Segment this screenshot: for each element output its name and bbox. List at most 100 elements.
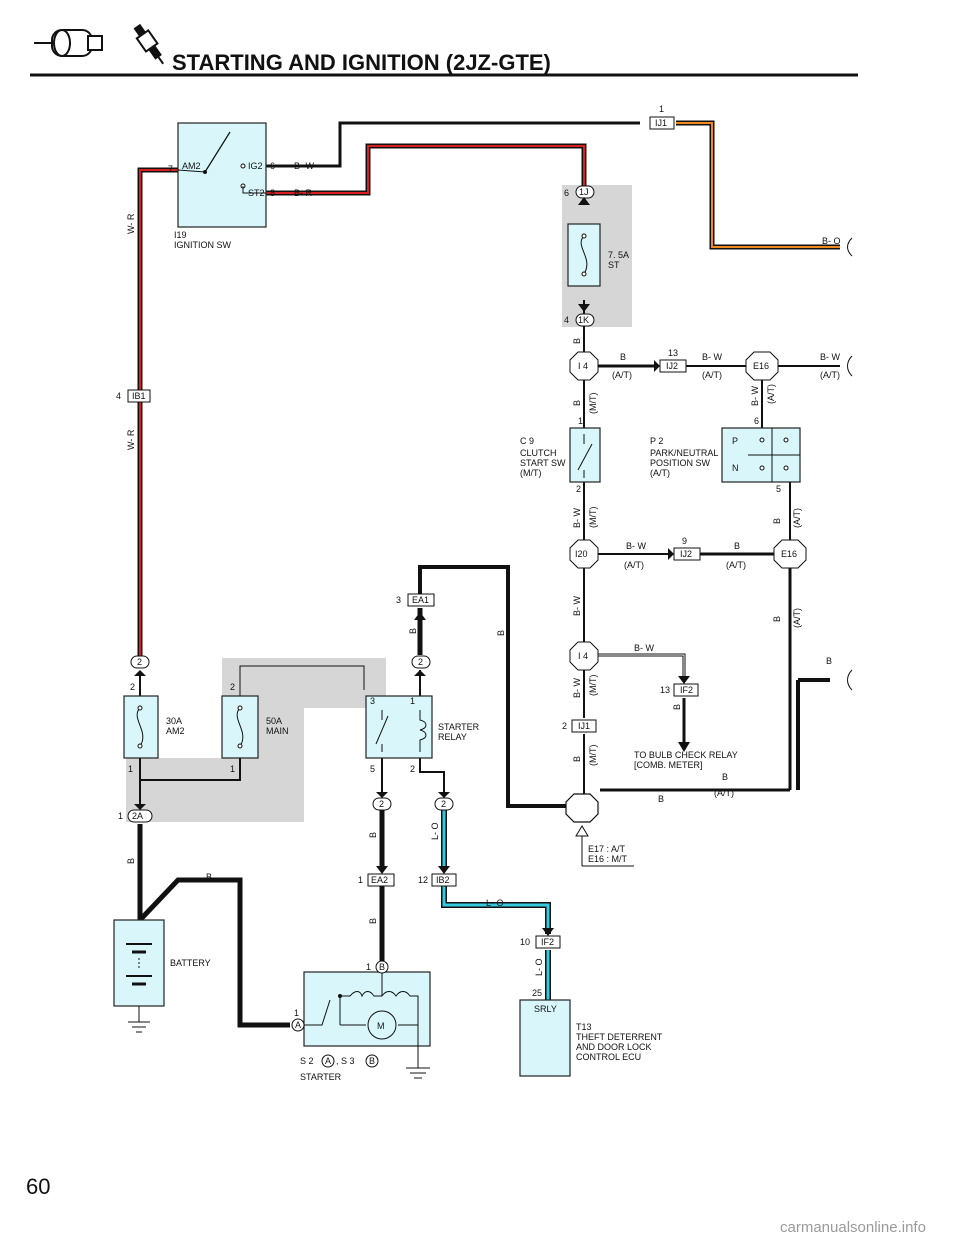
svg-text:I19: I19 (174, 230, 187, 240)
svg-text:M: M (377, 1021, 385, 1031)
wire-main-out (140, 758, 241, 781)
wire-lo-ib2-if2 (441, 886, 551, 934)
svg-text:IJ1: IJ1 (578, 721, 590, 731)
svg-text:THEFT DETERRENT: THEFT DETERRENT (576, 1032, 663, 1042)
svg-text:4: 4 (116, 391, 121, 401)
continuation-mark (847, 669, 853, 691)
svg-text:PARK/NEUTRAL: PARK/NEUTRAL (650, 448, 718, 458)
connector-1k: 1K 4 (564, 304, 595, 327)
connector-2-relay-2: 2 (434, 792, 454, 811)
svg-text:5: 5 (370, 764, 375, 774)
svg-text:2: 2 (441, 799, 446, 809)
wire-b-main (418, 565, 568, 808)
connector-e16-mid: E16 (773, 539, 807, 569)
svg-text:(M/T): (M/T) (588, 507, 598, 529)
svg-text:E17 : A/T: E17 : A/T (588, 844, 626, 854)
svg-text:IJ1: IJ1 (655, 118, 667, 128)
svg-text:I20: I20 (575, 549, 588, 559)
connector-1j: 1J 6 (564, 185, 595, 205)
svg-text:SRLY: SRLY (534, 1004, 557, 1014)
svg-text:B: B (408, 628, 418, 634)
svg-text:ST2: ST2 (248, 188, 265, 198)
clutch-start-switch (569, 427, 601, 483)
svg-text:A: A (295, 1020, 301, 1030)
svg-text:2: 2 (230, 682, 235, 692)
svg-text:AM2: AM2 (166, 726, 185, 736)
svg-text:E16: E16 (781, 549, 797, 559)
svg-text:B- W: B- W (634, 643, 655, 653)
ground-point (565, 793, 634, 867)
svg-text:(A/T): (A/T) (766, 384, 776, 404)
svg-text:IB1: IB1 (132, 391, 146, 401)
svg-text:7. 5A: 7. 5A (608, 250, 629, 260)
wire-bw-if2 (598, 653, 686, 682)
svg-text:12: 12 (418, 875, 428, 885)
battery (113, 919, 165, 1033)
svg-text:B- W: B- W (626, 541, 647, 551)
connector-2-am2-top: 2 (130, 655, 150, 676)
svg-text:T13: T13 (576, 1022, 592, 1032)
svg-text:(M/T): (M/T) (588, 393, 598, 415)
wire-bw-ig2 (266, 121, 640, 168)
header-starter-icon (34, 29, 103, 57)
svg-text:B: B (572, 756, 582, 762)
svg-text:2: 2 (562, 721, 567, 731)
wire-relay-2 (419, 758, 445, 796)
svg-text:25: 25 (532, 988, 542, 998)
connector-ij1-mid: IJ1 2 (562, 719, 597, 733)
svg-text:B: B (722, 772, 728, 782)
svg-text:RELAY: RELAY (438, 732, 467, 742)
connector-ij2-mid: IJ2 9 (668, 536, 701, 561)
svg-text:2: 2 (379, 799, 384, 809)
svg-text:2: 2 (418, 657, 423, 667)
svg-text:1: 1 (366, 962, 371, 972)
connector-ea1: EA1 3 (396, 593, 435, 620)
wire-wr (137, 167, 178, 660)
svg-text:P: P (732, 436, 738, 446)
svg-text:(A/T): (A/T) (726, 560, 746, 570)
svg-text:[COMB. METER]: [COMB. METER] (634, 760, 703, 770)
page-number: 60 (26, 1174, 50, 1199)
svg-text:B: B (772, 616, 782, 622)
fuse-50a-main (221, 695, 259, 759)
svg-text:IF2: IF2 (541, 937, 554, 947)
svg-text:P 2: P 2 (650, 436, 663, 446)
svg-text:IGNITION SW: IGNITION SW (174, 240, 232, 250)
svg-text:B: B (672, 704, 682, 710)
connector-ib1: IB1 4 (116, 389, 151, 403)
svg-text:(A/T): (A/T) (702, 370, 722, 380)
connector-i4-mid: I 4 (569, 641, 599, 671)
svg-text:B- W: B- W (572, 677, 582, 698)
svg-text:1: 1 (230, 764, 235, 774)
svg-text:B: B (658, 794, 664, 804)
fuse-30a-am2 (123, 695, 159, 759)
svg-text:B- W: B- W (820, 352, 841, 362)
svg-text:13: 13 (660, 685, 670, 695)
svg-text:I 4: I 4 (578, 651, 588, 661)
svg-text:1: 1 (128, 764, 133, 774)
svg-text:1: 1 (659, 104, 664, 114)
svg-text:1: 1 (410, 696, 415, 706)
svg-text:B- W: B- W (294, 161, 315, 171)
wire-main-relay (239, 665, 365, 696)
watermark: carmanualsonline.info (780, 1219, 926, 1236)
svg-text:(A/T): (A/T) (820, 370, 840, 380)
svg-text:(A/T): (A/T) (624, 560, 644, 570)
svg-text:B: B (496, 630, 506, 636)
svg-text:3: 3 (396, 595, 401, 605)
svg-text:1: 1 (294, 1008, 299, 1018)
svg-text:L- O: L- O (430, 822, 440, 840)
connector-2-relay-5: 2 (372, 792, 392, 811)
svg-text:6: 6 (270, 161, 275, 171)
svg-text:IJ2: IJ2 (680, 549, 692, 559)
connector-ij1-top: IJ1 1 (649, 104, 675, 130)
svg-text:B: B (572, 338, 582, 344)
connector-2a: 2A 1 (118, 804, 153, 823)
svg-text:1J: 1J (579, 187, 589, 197)
ignition-switch (177, 122, 267, 228)
header-spark-plug-icon (133, 23, 165, 65)
svg-text:30A: 30A (166, 716, 182, 726)
continuation-mark (847, 355, 853, 377)
svg-text:I 4: I 4 (578, 361, 588, 371)
fuse-st (567, 223, 601, 287)
